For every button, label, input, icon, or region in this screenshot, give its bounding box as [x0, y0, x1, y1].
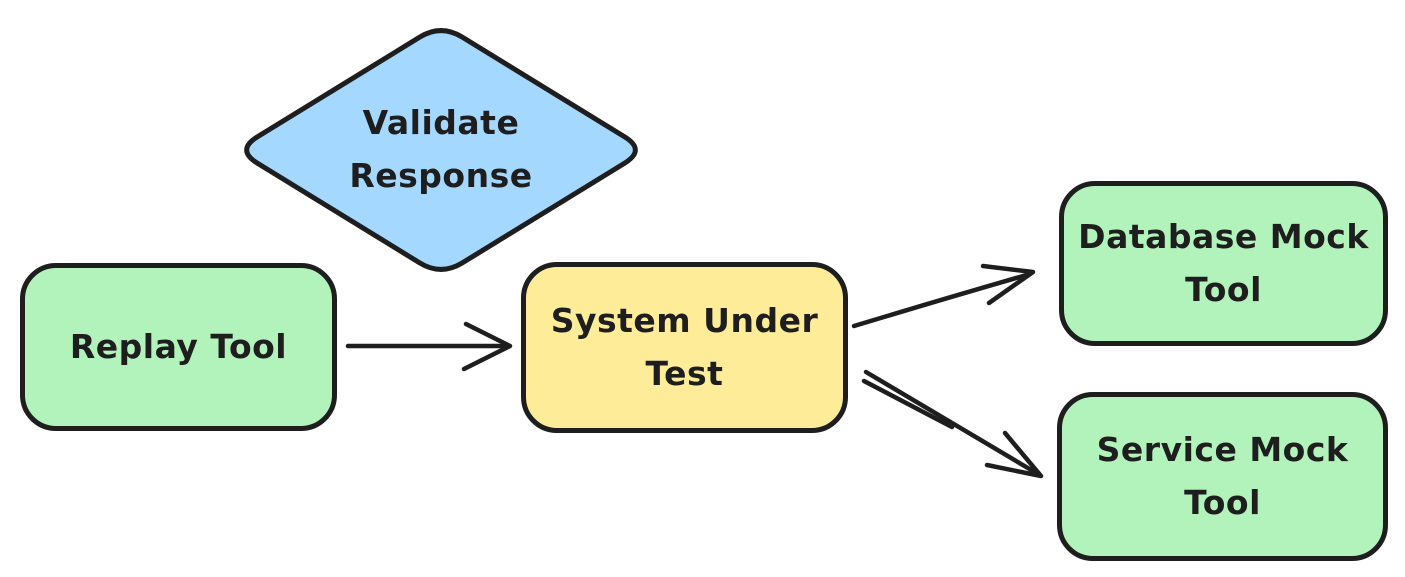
edge-sut-to-service-mock [861, 369, 1044, 479]
database-mock-tool-node: Database Mock Tool [1059, 181, 1388, 346]
edge-replay-to-sut-arrowhead [461, 321, 513, 372]
validate-response-node-label: Validate Response [349, 103, 533, 195]
validate-response-diamond-shape [244, 28, 638, 272]
replay-tool-node: Replay Tool [20, 263, 337, 431]
edge-sut-to-database-mock [851, 263, 1036, 329]
edge-sut-to-service-mock-shaft [863, 369, 1041, 477]
edge-sut-to-database-mock-shaft [851, 271, 1033, 329]
edge-replay-to-sut [345, 321, 513, 372]
edge-sut-to-database-mock-arrowhead [980, 263, 1036, 306]
system-under-test-node: System Under Test [521, 262, 848, 433]
edge-sut-to-service-mock-arrowhead [984, 430, 1044, 479]
edge-sut-to-service-mock-shaft-sketch-overstroke [861, 378, 955, 430]
service-mock-tool-node: Service Mock Tool [1057, 392, 1388, 561]
